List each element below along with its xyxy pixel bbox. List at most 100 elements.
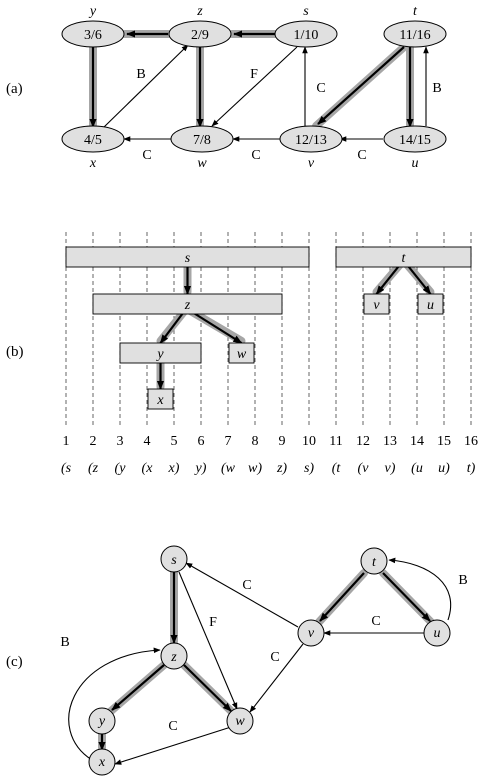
interval-label-w: w [237,347,247,362]
c-edge-x-w [114,726,232,765]
panel-a-label: (a) [6,81,23,97]
node-w-times: 7/8 [193,133,211,148]
tick-label-15: 15 [437,434,451,449]
paren-1: (s [61,461,72,476]
edge-label-v-s: C [316,81,325,96]
c-tree-edge-z-y [111,664,165,711]
interval-v [363,293,390,315]
c-node-y-label: y [97,714,106,729]
c-node-u-label: u [434,626,441,641]
panel-c-label: (c) [6,654,23,670]
tick-label-1: 1 [63,434,70,449]
interval-tree-arrows [156,260,435,391]
interval-label-z: z [184,298,191,313]
node-y: 3/6 y [61,4,125,48]
tick-label-13: 13 [383,434,397,449]
paren-6: y) [194,461,207,476]
interval-y [119,342,202,364]
paren-3: (y [115,461,127,476]
node-s: 1/10 s [274,4,338,48]
c-edge-x-z [68,647,161,761]
c-edge-label-u-v: C [371,614,380,629]
node-z: 2/9 z [168,4,232,48]
tick-label-16: 16 [464,434,478,449]
interval-u [417,293,444,315]
node-u-name: u [412,156,419,171]
c-edge-s-w [178,571,238,710]
node-x-name: x [89,156,97,171]
c-node-y: y [88,707,116,735]
arrow-t-u [405,263,432,295]
c-tree-edge-t-v [319,572,365,622]
node-v: 12/13 v [279,125,343,171]
node-t: 11/16 t [383,4,447,48]
c-edge-v-w [249,643,304,713]
node-s-times: 1/10 [294,28,319,43]
c-edge-label-x-w: C [168,719,177,734]
paren-2: (z [88,461,99,476]
c-edge-label-s-w: F [209,615,217,630]
paren-11: (t [332,461,342,476]
interval-x [147,388,174,410]
c-edge-v-s [185,562,299,628]
node-u-times: 14/15 [399,133,431,148]
node-y-name: y [88,4,97,19]
interval-label-s: s [185,251,191,266]
node-t-times: 11/16 [399,28,430,43]
edge-label-x-z: B [136,67,145,82]
c-node-z: z [160,642,188,670]
paren-12: (v [358,461,370,476]
arrow-z-w [189,310,243,344]
node-u: 14/15 u [383,125,447,171]
tick-label-2: 2 [90,434,97,449]
edge-label-s-w: F [250,67,258,82]
node-y-times: 3/6 [84,28,102,43]
c-tree-edge-t-u [382,572,431,622]
interval-label-y: y [155,347,164,362]
edge-label-u-v: C [357,148,366,163]
c-tree-edge-z-w [183,664,232,712]
node-w-name: w [197,156,207,171]
interval-label-x: x [156,393,164,408]
arrow-z-y [159,310,186,344]
tick-label-9: 9 [279,434,286,449]
c-node-s: s [160,545,188,573]
tick-label-14: 14 [410,434,424,449]
paren-10: s) [304,461,314,476]
node-v-name: v [308,156,315,171]
paren-16: t) [467,461,476,476]
edge-label-v-w: C [251,148,260,163]
c-node-u: u [423,619,451,647]
interval-label-v: v [373,298,380,313]
interval-w [228,342,255,364]
tick-label-10: 10 [302,434,316,449]
node-s-name: s [303,4,309,19]
c-node-x: x [88,748,116,776]
node-v-times: 12/13 [295,133,327,148]
c-node-s-label: s [171,553,177,568]
tick-label-3: 3 [117,434,124,449]
paren-9: z) [276,461,287,476]
panel-a: (a) B F C B C C C 3/6 y [6,4,447,171]
paren-15: u) [438,461,450,476]
c-node-t: t [360,547,388,575]
paren-14: (u [411,461,423,476]
tick-label-11: 11 [329,434,342,449]
tick-label-6: 6 [198,434,205,449]
interval-t [335,246,472,268]
c-node-v: v [297,619,325,647]
c-edge-u-t [388,557,452,621]
interval-z [92,293,283,315]
c-node-t-label: t [372,555,377,570]
interval-s [65,246,310,268]
tick-label-5: 5 [171,434,178,449]
panel-b-label: (b) [6,344,24,360]
panel-c: (c) C F B C C C B s [6,545,468,776]
tick-label-7: 7 [225,434,232,449]
tree-edge-t-v [317,46,405,125]
